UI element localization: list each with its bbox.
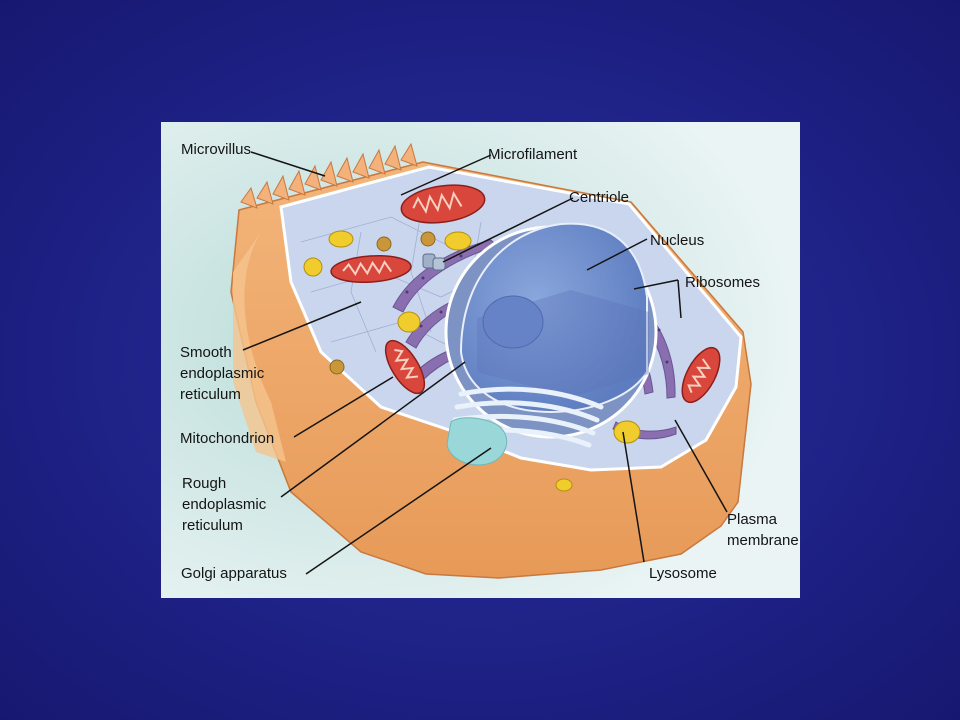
label-smooth-er-line2: endoplasmic (180, 365, 265, 382)
cell-body-shadow (233, 232, 286, 462)
label-smooth-er-line1: Smooth (180, 344, 232, 361)
label-nucleus: Nucleus (650, 232, 705, 249)
label-microvillus: Microvillus (181, 141, 252, 158)
mitochondrion-right (681, 346, 721, 404)
golgi-vesicle-cluster (446, 417, 508, 466)
label-microfilament: Microfilament (488, 146, 578, 163)
vesicles (329, 231, 436, 375)
label-golgi-apparatus: Golgi apparatus (181, 565, 287, 582)
cell-diagram-panel: Microvillus Microfilament Centriole Nucl… (161, 122, 800, 598)
label-rough-er-line2: endoplasmic (182, 496, 267, 513)
label-plasma-membrane-line2: membrane (727, 532, 799, 549)
mitochondrion-lower (384, 339, 426, 395)
nucleus (444, 222, 658, 439)
mitochondrion-top (400, 184, 486, 224)
centriole (422, 253, 446, 271)
label-rough-er-line3: reticulum (182, 517, 243, 534)
label-plasma-membrane-line1: Plasma (727, 511, 778, 528)
microvilli (240, 142, 418, 209)
label-smooth-er-line3: reticulum (180, 386, 241, 403)
label-mitochondrion: Mitochondrion (180, 430, 275, 447)
mitochondrion-left (330, 254, 412, 284)
pointer-lines (242, 151, 728, 575)
label-rough-er-line1: Rough (182, 475, 227, 492)
cell-illustration (161, 122, 800, 598)
lysosomes (303, 230, 641, 492)
label-lysosome: Lysosome (649, 565, 717, 582)
label-ribosomes: Ribosomes (685, 274, 761, 291)
label-centriole: Centriole (569, 189, 630, 206)
mitochondria (330, 184, 721, 404)
